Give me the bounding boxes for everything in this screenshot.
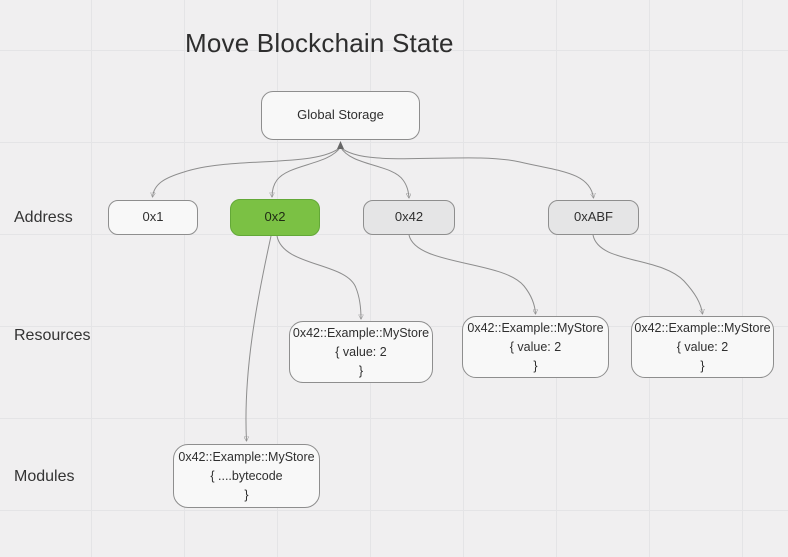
edge-0x2-to-module-1 (246, 235, 272, 441)
edge-global-to-0xabf (340, 146, 594, 198)
node-address-0xabf[interactable]: 0xABF (548, 200, 639, 235)
arrow-up-icon (337, 141, 344, 149)
node-module-1-line1: 0x42::Example::MyStore (178, 449, 315, 464)
node-resource-3-line2: { value: 2 (676, 339, 729, 354)
edge-0x42-to-resource-2 (408, 234, 536, 314)
node-resource-3[interactable]: 0x42::Example::MyStore { value: 2 } (631, 316, 774, 378)
edge-global-to-0x1 (153, 146, 341, 197)
edge-global-to-0x2 (272, 146, 341, 197)
edge-0x2-to-resource-1 (276, 235, 361, 319)
row-label-resources: Resources (14, 327, 91, 344)
node-resource-1-line3: } (358, 363, 364, 378)
node-module-1[interactable]: 0x42::Example::MyStore { ....bytecode } (173, 444, 320, 508)
node-address-0x42[interactable]: 0x42 (363, 200, 455, 235)
node-resource-3-line3: } (700, 358, 705, 373)
node-resource-2-line3: } (533, 358, 538, 373)
diagram-title: Move Blockchain State (185, 28, 454, 58)
node-resource-2[interactable]: 0x42::Example::MyStore { value: 2 } (462, 316, 609, 378)
node-address-0x42-label: 0x42 (394, 209, 424, 225)
node-module-1-line2: { ....bytecode (210, 468, 283, 483)
node-resource-1[interactable]: 0x42::Example::MyStore { value: 2 } (289, 321, 433, 383)
node-resource-2-line1: 0x42::Example::MyStore (467, 320, 604, 335)
node-address-0x2-label: 0x2 (264, 209, 286, 225)
node-module-1-line3: } (244, 487, 249, 502)
node-resource-1-line2: { value: 2 (335, 344, 387, 359)
edge-global-to-0x42 (340, 146, 410, 198)
node-global-storage[interactable]: Global Storage (261, 91, 420, 140)
node-resource-1-line1: 0x42::Example::MyStore (292, 325, 430, 340)
edge-0xabf-to-resource-3 (592, 234, 703, 314)
row-label-address: Address (14, 209, 73, 226)
node-global-storage-label: Global Storage (297, 107, 384, 123)
row-label-modules: Modules (14, 468, 75, 485)
node-resource-2-line2: { value: 2 (509, 339, 562, 354)
node-resource-3-line1: 0x42::Example::MyStore (634, 320, 771, 335)
node-address-0x1-label: 0x1 (142, 209, 164, 225)
node-address-0x2[interactable]: 0x2 (230, 199, 320, 236)
node-address-0xabf-label: 0xABF (573, 209, 613, 225)
node-address-0x1[interactable]: 0x1 (108, 200, 198, 235)
